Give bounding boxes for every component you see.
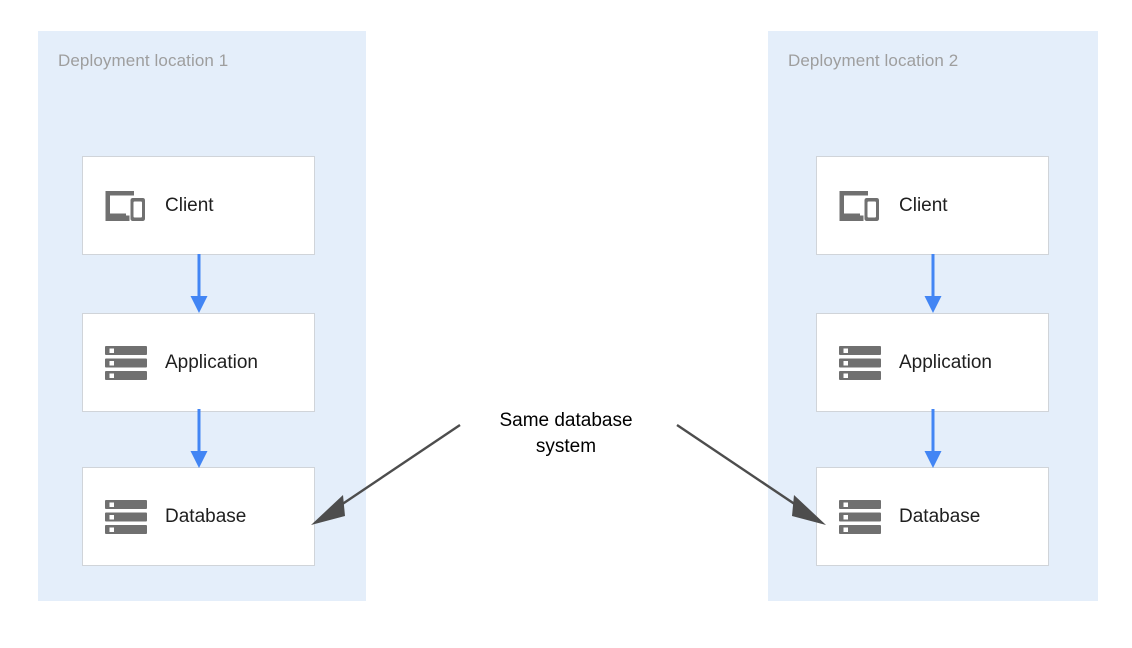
devices-icon — [835, 184, 885, 228]
server-stack-icon — [835, 341, 885, 385]
node-application-2[interactable]: Application — [816, 313, 1049, 412]
node-application-1-label: Application — [165, 351, 258, 373]
node-client-1[interactable]: Client — [82, 156, 315, 255]
node-application-1[interactable]: Application — [82, 313, 315, 412]
devices-icon — [101, 184, 151, 228]
deployment-location-1-title: Deployment location 1 — [58, 51, 229, 70]
node-client-2-label: Client — [899, 194, 948, 216]
node-database-2[interactable]: Database — [816, 467, 1049, 566]
connector-application-1-to-database-1 — [186, 409, 212, 469]
node-database-2-label: Database — [899, 505, 981, 527]
server-stack-icon — [101, 341, 151, 385]
annotation-leader-arrow-left — [305, 420, 465, 530]
server-stack-icon — [101, 495, 151, 539]
connector-client-2-to-application-2 — [920, 254, 946, 314]
connector-client-1-to-application-1 — [186, 254, 212, 314]
node-client-2[interactable]: Client — [816, 156, 1049, 255]
node-database-1-label: Database — [165, 505, 247, 527]
server-stack-icon — [835, 495, 885, 539]
node-application-2-label: Application — [899, 351, 992, 373]
connector-application-2-to-database-2 — [920, 409, 946, 469]
node-database-1[interactable]: Database — [82, 467, 315, 566]
node-client-1-label: Client — [165, 194, 214, 216]
deployment-location-2-title: Deployment location 2 — [788, 51, 959, 70]
annotation-leader-arrow-right — [672, 420, 832, 530]
annotation-same-database-system: Same database system — [499, 410, 633, 457]
